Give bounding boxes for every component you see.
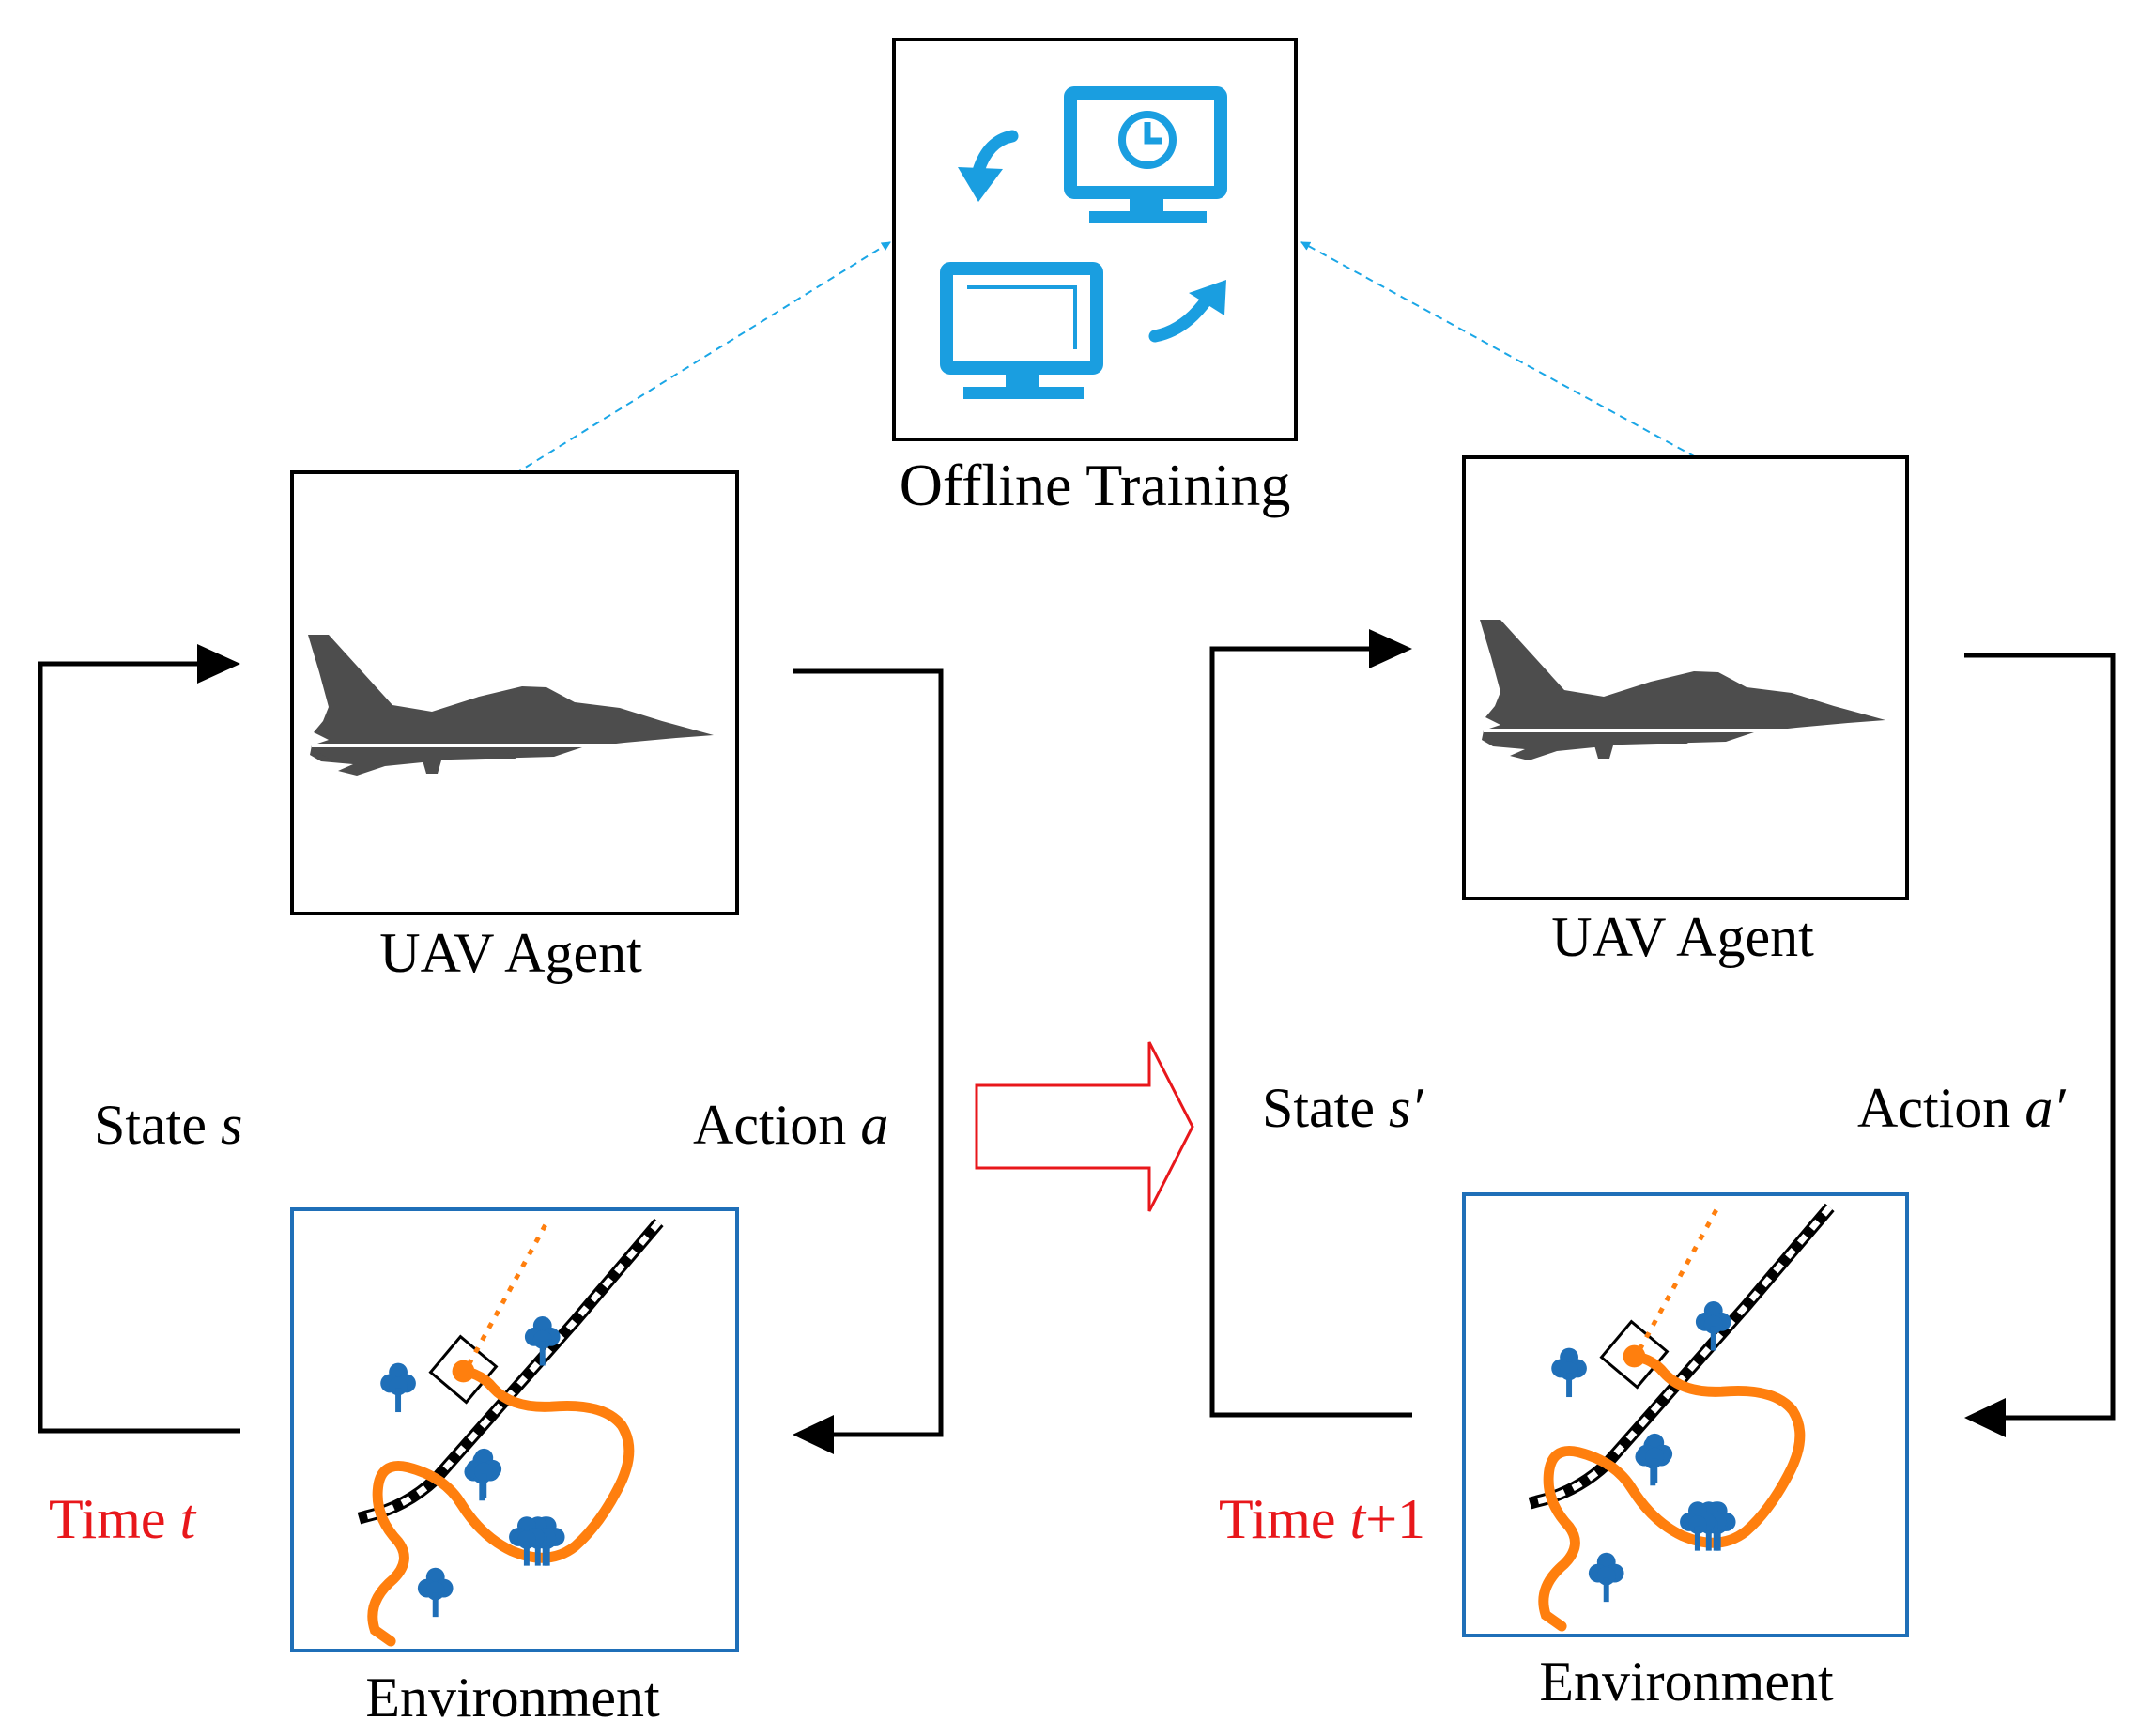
right-action-arrowhead [1964,1398,2006,1437]
offline-training-label: Offline Training [900,452,1291,518]
left-state-label: State s [94,1094,242,1156]
offline-training-block: Offline Training [892,38,1298,518]
right-environment-label: Environment [1539,1651,1834,1713]
left-action-arrowhead [793,1415,834,1454]
right-environment-box [1462,1192,1909,1637]
left-action-line [793,668,944,1437]
left-panel: UAV Agent Environment State s Action a T… [38,470,944,1728]
right-state-label: State s′ [1262,1077,1423,1139]
right-state-line [1209,646,1412,1418]
right-panel: UAV Agent Environment State s′ Action a′… [1209,455,2116,1713]
right-state-arrowhead [1369,629,1412,668]
left-time-label: Time t [49,1488,197,1550]
right-action-label: Action a′ [1857,1077,2066,1139]
left-state-arrowhead [197,644,240,684]
left-agent-label: UAV Agent [379,922,642,984]
dashed-link-right [1300,241,1697,458]
right-agent-label: UAV Agent [1551,906,1814,968]
left-environment-box [290,1207,739,1652]
right-time-label: Time t+1 [1219,1488,1425,1550]
time-transition-arrow [975,1041,1194,1212]
left-environment-label: Environment [365,1667,660,1728]
dashed-link-left [514,241,891,475]
right-action-line [1964,653,2116,1421]
left-state-line [38,661,240,1434]
computers-sync-icon [940,86,1227,399]
left-action-label: Action a [693,1094,888,1156]
